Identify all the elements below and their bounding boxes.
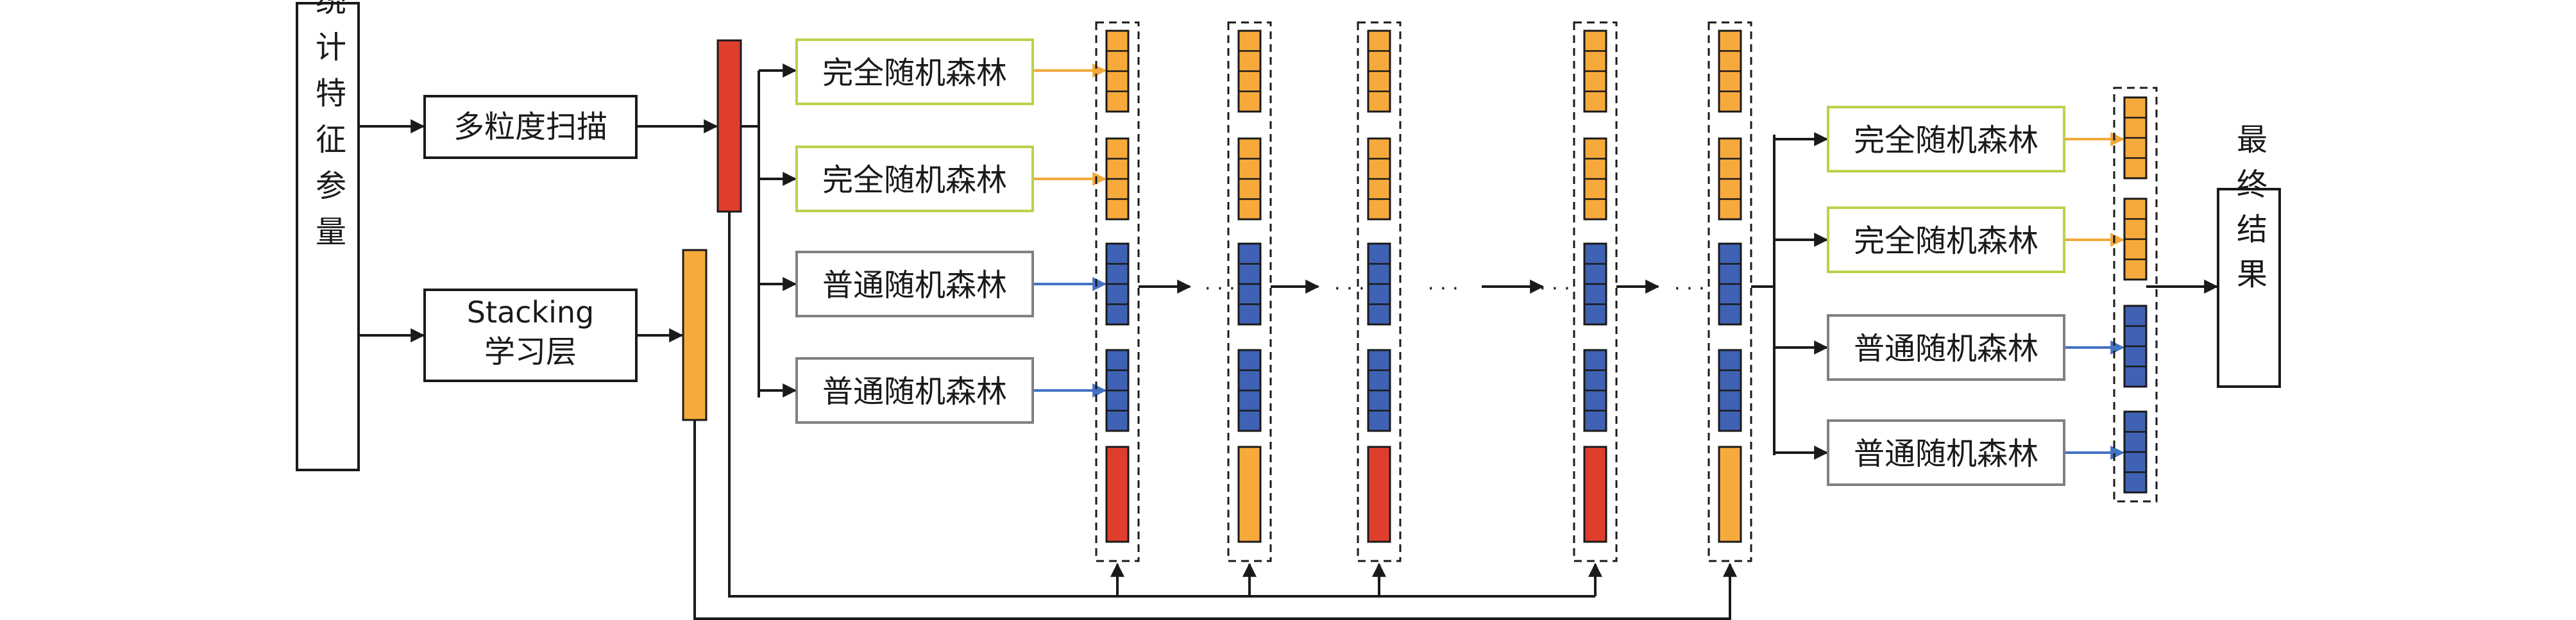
forest-right-ordinary-2: 普通随机森林 [1827, 419, 2065, 486]
shapes [682, 21, 2158, 562]
cascade-level-1-class-vector-4 [1105, 349, 1130, 432]
cascade-level-1-augmented-vector [1105, 446, 1130, 543]
cascade-level-4-class-vector-2 [1583, 137, 1607, 221]
svg-text:普通随机森林: 普通随机森林 [1854, 331, 2038, 367]
stacking-label-2: 学习层 [484, 334, 577, 370]
svg-text:完全随机森林: 完全随机森林 [822, 55, 1007, 91]
output-label: 最终结果 [2231, 123, 2267, 303]
input-label: 局部放电统计特征参量 [310, 0, 346, 262]
forest-left-ordinary-2: 普通随机森林 [795, 357, 1034, 424]
stacking-box: Stacking 学习层 [423, 289, 638, 382]
connectors [359, 63, 2219, 620]
forest-left-complete-2: 完全随机森林 [795, 146, 1034, 212]
cascade-level-3-frame [1357, 21, 1402, 562]
output-box: 最终结果 [2217, 123, 2281, 388]
cascade-level-5-class-vector-4 [1718, 349, 1742, 432]
cascade-level-4-class-vector-1 [1583, 29, 1607, 113]
ellipsis-4: · · · [1539, 278, 1570, 300]
svg-text:完全随机森林: 完全随机森林 [1854, 122, 2038, 158]
cascade-level-1-class-vector-2 [1105, 137, 1130, 221]
svg-text:普通随机森林: 普通随机森林 [1854, 436, 2038, 472]
cascade-level-2-class-vector-4 [1237, 349, 1262, 432]
cascade-level-2-frame [1227, 21, 1272, 562]
cascade-level-4-class-vector-4 [1583, 349, 1607, 432]
ellipsis-5: · · · [1674, 278, 1705, 300]
forest-right-complete-1: 完全随机森林 [1827, 106, 2065, 172]
output-class-vector-3 [2123, 305, 2148, 388]
cascade-level-3-class-vector-3 [1367, 242, 1391, 326]
forest-left-complete-1: 完全随机森林 [795, 38, 1034, 105]
svg-text:完全随机森林: 完全随机森林 [1854, 223, 2038, 259]
red-vector-feedback-bus [728, 212, 1595, 598]
cascade-level-3-augmented-vector [1367, 446, 1391, 543]
input-box: 局部放电统计特征参量 [296, 0, 360, 471]
cascade-level-5-class-vector-2 [1718, 137, 1742, 221]
forest-left-ordinary-1: 普通随机森林 [795, 251, 1034, 317]
svg-text:普通随机森林: 普通随机森林 [822, 374, 1007, 410]
output-class-vector-4 [2123, 410, 2148, 494]
ellipsis-3: · · · [1428, 278, 1459, 300]
ellipsis-1: · · · [1205, 278, 1235, 300]
output-level-frame [2113, 87, 2158, 503]
output-class-vector-2 [2123, 197, 2148, 281]
output-class-vector-1 [2123, 96, 2148, 180]
scan-box: 多粒度扫描 [423, 95, 638, 159]
stacking-label-1: Stacking [467, 295, 595, 330]
cascade-level-2-class-vector-1 [1237, 29, 1262, 113]
cascade-level-3-class-vector-2 [1367, 137, 1391, 221]
svg-text:完全随机森林: 完全随机森林 [822, 162, 1007, 198]
cascade-level-2-augmented-vector [1237, 446, 1262, 543]
cascade-level-2-class-vector-3 [1237, 242, 1262, 326]
orange-vector-feedback-bus [693, 420, 1731, 620]
cascade-level-3-class-vector-1 [1367, 29, 1391, 113]
cascade-level-4-frame [1573, 21, 1618, 562]
cascade-level-1-frame [1095, 21, 1140, 562]
cascade-level-5-class-vector-1 [1718, 29, 1742, 113]
svg-text:普通随机森林: 普通随机森林 [822, 267, 1007, 303]
cascade-level-5-augmented-vector [1718, 446, 1742, 543]
cascade-level-1-class-vector-3 [1105, 242, 1130, 326]
cascade-level-5-frame [1707, 21, 1752, 562]
forest-right-ordinary-1: 普通随机森林 [1827, 314, 2065, 381]
scan-feature-vector [716, 39, 742, 213]
cascade-level-3-class-vector-4 [1367, 349, 1391, 432]
cascade-level-5-class-vector-3 [1718, 242, 1742, 326]
ellipsis-2: · · · [1334, 278, 1365, 300]
forest-right-complete-2: 完全随机森林 [1827, 206, 2065, 273]
scan-label: 多粒度扫描 [453, 109, 607, 145]
cascade-level-1-class-vector-1 [1105, 29, 1130, 113]
stacking-feature-vector [682, 249, 708, 421]
cascade-level-4-class-vector-3 [1583, 242, 1607, 326]
cascade-level-2-class-vector-2 [1237, 137, 1262, 221]
cascade-level-4-augmented-vector [1583, 446, 1607, 543]
